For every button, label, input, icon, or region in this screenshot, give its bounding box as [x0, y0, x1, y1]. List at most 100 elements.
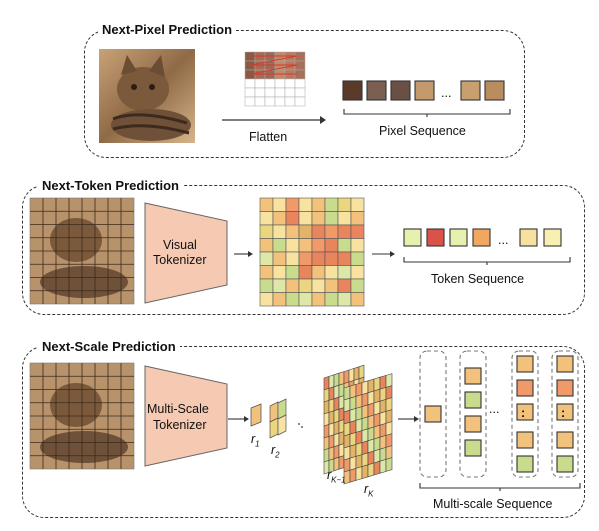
visual-tokenizer-shape [144, 202, 228, 304]
scale-cell [348, 367, 355, 383]
scale-cell [367, 378, 375, 394]
sequence-column [419, 350, 447, 478]
flatten-trace [250, 55, 298, 66]
token-ellipsis: ... [498, 233, 509, 247]
multiscale-brace [419, 483, 581, 491]
scale-map-rk [323, 364, 393, 485]
scale-cell [338, 443, 345, 458]
token-cell [337, 278, 352, 293]
sequence-column [511, 350, 539, 478]
pixel-cell [244, 51, 256, 62]
pixel-cell [264, 87, 276, 98]
token-cell [259, 292, 274, 307]
scale-arrow-2 [398, 416, 419, 422]
token-cell [311, 251, 326, 266]
scale-token [556, 431, 574, 449]
scale-cell [361, 464, 369, 480]
visual-token [543, 228, 562, 247]
scale-cell [361, 392, 369, 408]
scale-cell [328, 398, 335, 413]
scale-cell [355, 394, 363, 409]
flatten-arrow [222, 116, 326, 124]
scale-cell [385, 409, 393, 424]
cat-shape [40, 431, 128, 463]
token-cell [324, 224, 339, 239]
scale-cell [349, 383, 357, 399]
token-cell [285, 211, 300, 226]
token-cell [337, 224, 352, 239]
token-cell [311, 292, 326, 307]
multiscale-sequence [419, 350, 579, 478]
token-cell [272, 238, 287, 253]
token-arrow-2 [372, 251, 395, 257]
scale-token [516, 455, 534, 473]
token-cell [272, 211, 287, 226]
scale-cell [349, 407, 357, 423]
scale-cell [328, 374, 335, 389]
scale-cell [373, 376, 381, 392]
pixel-token [390, 80, 411, 101]
scale-cell [328, 410, 335, 425]
scale-cell [353, 366, 360, 381]
scale-token [556, 379, 574, 397]
scale-cell [338, 407, 345, 422]
multiscale-sequence-label: Multi-scale Sequence [433, 497, 553, 511]
pixel-cell [284, 69, 296, 80]
pixel-cell [294, 69, 306, 80]
pixel-cell [294, 78, 306, 89]
sequence-column [551, 350, 579, 478]
token-cell [324, 211, 339, 226]
token-brace [403, 257, 571, 265]
pixel-cell [244, 69, 256, 80]
token-cell [272, 224, 287, 239]
scale-cell [379, 398, 387, 414]
pixel-cell [244, 78, 256, 89]
scale-cell [349, 443, 357, 459]
scale-cell [349, 419, 357, 435]
scale-cell [323, 423, 330, 439]
scale-cell [349, 431, 357, 447]
scale-cell [323, 411, 330, 427]
scale-dots [298, 423, 303, 428]
scale-map-r1 [250, 403, 262, 427]
label-r1: r1 [251, 432, 260, 449]
token-cell [337, 265, 352, 280]
pixel-cell [284, 96, 296, 107]
token-cell [298, 197, 313, 212]
token-cell [298, 265, 313, 280]
cat-photo-1 [99, 49, 195, 143]
next-scale-panel [22, 346, 585, 518]
scale-token [464, 439, 482, 457]
scale-cell [373, 424, 381, 440]
token-cell [324, 197, 339, 212]
pixel-cell [264, 96, 276, 107]
scale-cell [277, 414, 287, 436]
scale-cell [379, 434, 387, 450]
scale-cell [349, 395, 357, 411]
pixel-cell [264, 78, 276, 89]
scale-cell [328, 446, 335, 461]
token-cell [259, 211, 274, 226]
scale-cell [333, 420, 340, 436]
label-rk: rK [364, 482, 374, 499]
scale-cell [367, 402, 375, 418]
next-pixel-panel [84, 30, 525, 158]
scale-cell [328, 386, 335, 401]
token-sequence-label: Token Sequence [431, 272, 525, 286]
token-cell [272, 251, 287, 266]
scale-cell [355, 382, 363, 397]
visual-token [472, 228, 491, 247]
token-cell [324, 265, 339, 280]
label-r2: r2 [271, 443, 280, 460]
pixel-cell [294, 87, 306, 98]
scale-cell [361, 452, 369, 468]
token-cell [259, 278, 274, 293]
scale-cell [343, 445, 351, 461]
pixel-ellipsis: ... [441, 86, 452, 100]
scale-cell [379, 410, 387, 426]
scale-cell [328, 422, 335, 437]
visual-token [403, 228, 422, 247]
pixel-cell [244, 87, 256, 98]
scale-cell [385, 373, 393, 388]
scale-cell [338, 383, 345, 398]
